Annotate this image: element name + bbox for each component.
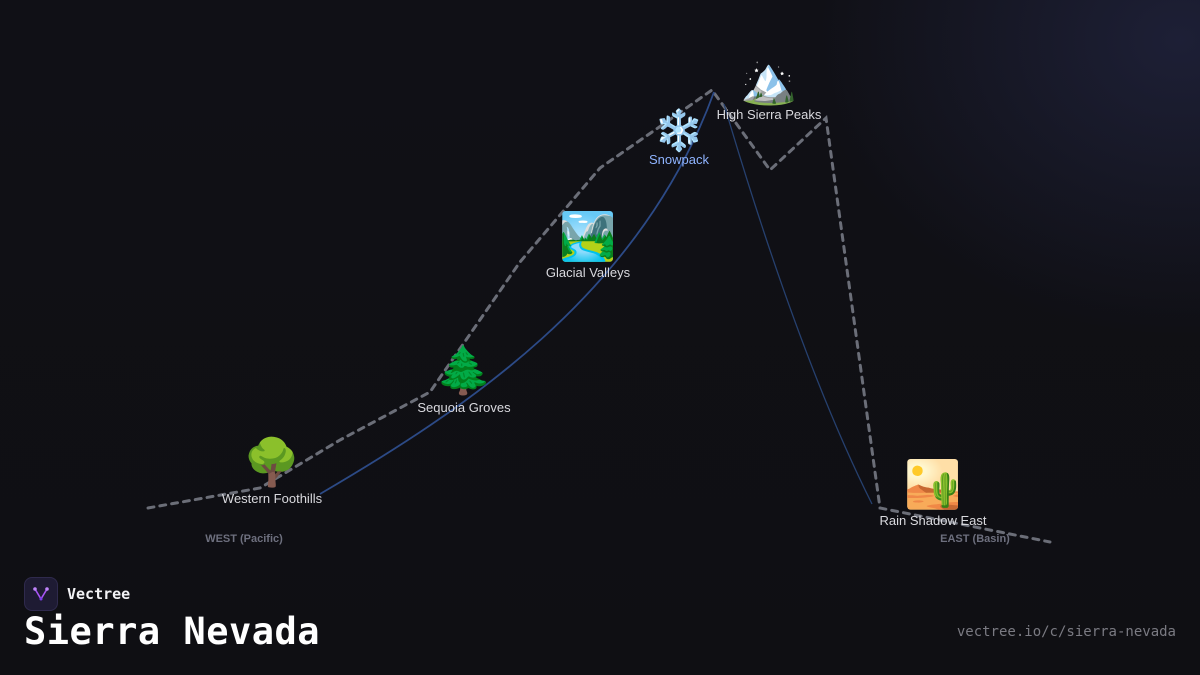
node-rain-shadow-east[interactable]: 🏜️ Rain Shadow East — [880, 457, 987, 528]
connector-foothills-to-peaks — [319, 91, 715, 495]
east-axis-label: EAST (Basin) — [940, 533, 1010, 545]
desert-icon: 🏜️ — [904, 457, 961, 511]
snow-capped-mountain-icon: 🏔️ — [740, 53, 797, 107]
node-label-rain-shadow-east: Rain Shadow East — [880, 513, 987, 528]
evergreen-tree-icon: 🌲 — [435, 343, 492, 397]
node-label-high-sierra-peaks: High Sierra Peaks — [717, 107, 822, 122]
national-park-icon: 🏞️ — [559, 209, 616, 263]
page-title: Sierra Nevada — [24, 610, 321, 653]
snowflake-icon: ❄️ — [654, 107, 704, 154]
mountain-profile-line — [146, 87, 1052, 544]
west-axis-label: WEST (Pacific) — [205, 533, 283, 545]
node-label-snowpack: Snowpack — [649, 152, 709, 167]
page-url[interactable]: vectree.io/c/sierra-nevada — [956, 624, 1176, 640]
node-label-glacial-valleys: Glacial Valleys — [546, 265, 631, 280]
node-high-sierra-peaks[interactable]: 🏔️ High Sierra Peaks — [717, 53, 822, 122]
connector-peaks-to-rain-shadow — [723, 103, 873, 505]
node-western-foothills[interactable]: 🌳 Western Foothills — [222, 434, 323, 506]
node-snowpack[interactable]: ❄️ Snowpack — [649, 107, 709, 167]
node-sequoia-groves[interactable]: 🌲 Sequoia Groves — [417, 343, 511, 415]
tree-icon: 🌳 — [243, 434, 300, 489]
brand[interactable]: Vectree — [24, 577, 130, 611]
node-label-western-foothills: Western Foothills — [222, 491, 323, 506]
node-glacial-valleys[interactable]: 🏞️ Glacial Valleys — [546, 209, 631, 280]
node-label-sequoia-groves: Sequoia Groves — [417, 400, 511, 415]
brand-name: Vectree — [67, 585, 131, 603]
vectree-logo-glyph — [33, 587, 49, 601]
vectree-logo-icon — [24, 577, 58, 611]
